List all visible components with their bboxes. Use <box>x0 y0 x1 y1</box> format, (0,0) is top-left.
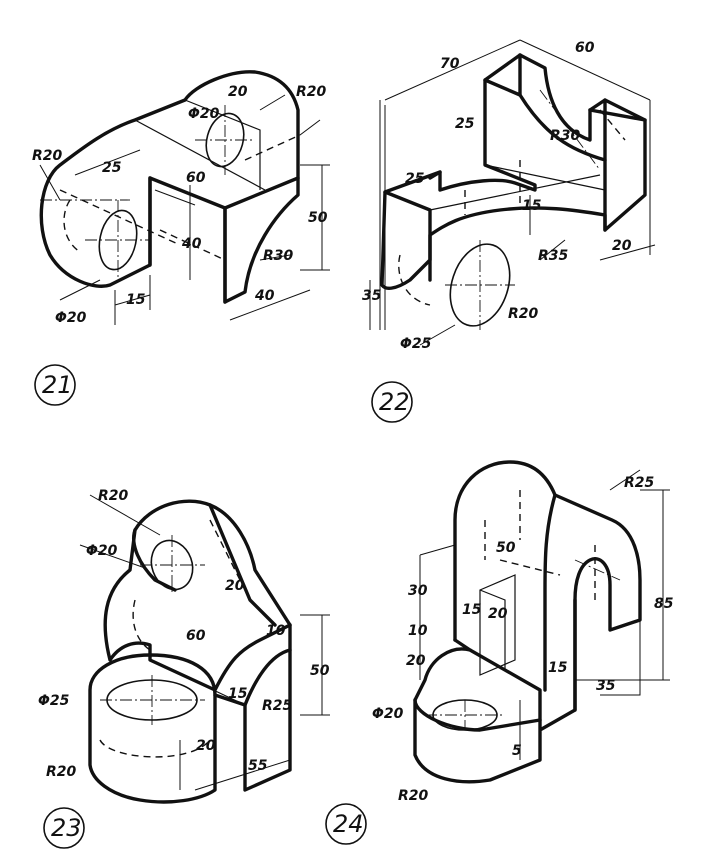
dim-24-phi20: Φ20 <box>372 706 404 722</box>
dim-24-15b: 15 <box>548 660 568 676</box>
dim-24-15: 15 <box>462 602 482 618</box>
dim-21-phi20-top: Φ20 <box>188 106 220 122</box>
figure-24 <box>413 460 670 784</box>
dim-23-20: 20 <box>225 578 245 594</box>
dim-21-20-top: 20 <box>228 84 248 100</box>
dim-23-10: 10 <box>266 623 286 639</box>
dim-23-50: 50 <box>310 663 330 679</box>
figure-23 <box>79 494 330 804</box>
hole-22 <box>449 243 511 327</box>
dim-21-r30: R30 <box>263 248 294 264</box>
dim-22-25: 25 <box>455 116 475 132</box>
figure-21 <box>39 70 330 325</box>
figure-number-circle-21 <box>34 364 76 406</box>
figure-number-21: 21 <box>42 371 73 399</box>
dim-24-5: 5 <box>512 743 522 759</box>
dim-24-10: 10 <box>408 623 428 639</box>
figure-number-24: 24 <box>333 810 364 838</box>
dim-23-15: 15 <box>228 686 248 702</box>
dim-21-50: 50 <box>308 210 328 226</box>
dim-24-20: 20 <box>488 606 508 622</box>
dim-22-25b: 25 <box>405 171 425 187</box>
figure-number-22: 22 <box>379 388 410 416</box>
dim-23-60: 60 <box>186 628 206 644</box>
dim-22-r30: R30 <box>550 128 581 144</box>
dim-23-phi20: Φ20 <box>86 543 118 559</box>
dim-22-60: 60 <box>575 40 595 56</box>
dim-24-35: 35 <box>596 678 616 694</box>
dim-22-70: 70 <box>440 56 460 72</box>
dim-21-15: 15 <box>126 292 146 308</box>
dim-24-50: 50 <box>496 540 516 556</box>
dim-22-phi25: Φ25 <box>400 336 432 352</box>
dim-23-55: 55 <box>248 758 268 774</box>
dim-21-40-mid: 40 <box>181 236 202 252</box>
dim-24-30: 30 <box>408 583 428 599</box>
dim-21-phi20-bot: Φ20 <box>55 310 87 326</box>
hole-top <box>205 112 245 168</box>
dim-24-r20: R20 <box>398 788 429 804</box>
dim-21-25: 25 <box>102 160 122 176</box>
dim-21-r20-left: R20 <box>32 148 63 164</box>
slot-24 <box>479 574 516 676</box>
hole-23-top <box>150 539 194 591</box>
dim-22-r20: R20 <box>508 306 539 322</box>
dim-24-r25: R25 <box>624 475 655 491</box>
dim-23-r20-bot: R20 <box>46 764 77 780</box>
dim-22-20: 20 <box>612 238 632 254</box>
dim-23-r20-top: R20 <box>98 488 129 504</box>
dim-21-40-bot: 40 <box>254 288 275 304</box>
figure-22 <box>369 39 656 346</box>
dim-23-20b: 20 <box>196 738 216 754</box>
dim-23-phi25: Φ25 <box>38 693 70 709</box>
figure-number-circle-22 <box>371 381 413 423</box>
dim-21-60: 60 <box>186 170 206 186</box>
dim-21-r20-top: R20 <box>296 84 327 100</box>
dim-22-r35: R35 <box>538 248 569 264</box>
hole-left <box>98 209 138 271</box>
dim-22-35: 35 <box>362 288 382 304</box>
dim-23-r25: R25 <box>262 698 293 714</box>
figure-number-23: 23 <box>51 814 82 842</box>
figure-number-circle-23 <box>43 807 85 849</box>
dim-24-85: 85 <box>654 596 674 612</box>
dim-24-20b: 20 <box>406 653 426 669</box>
dim-22-15: 15 <box>522 198 542 214</box>
figure-number-circle-24 <box>325 803 367 845</box>
